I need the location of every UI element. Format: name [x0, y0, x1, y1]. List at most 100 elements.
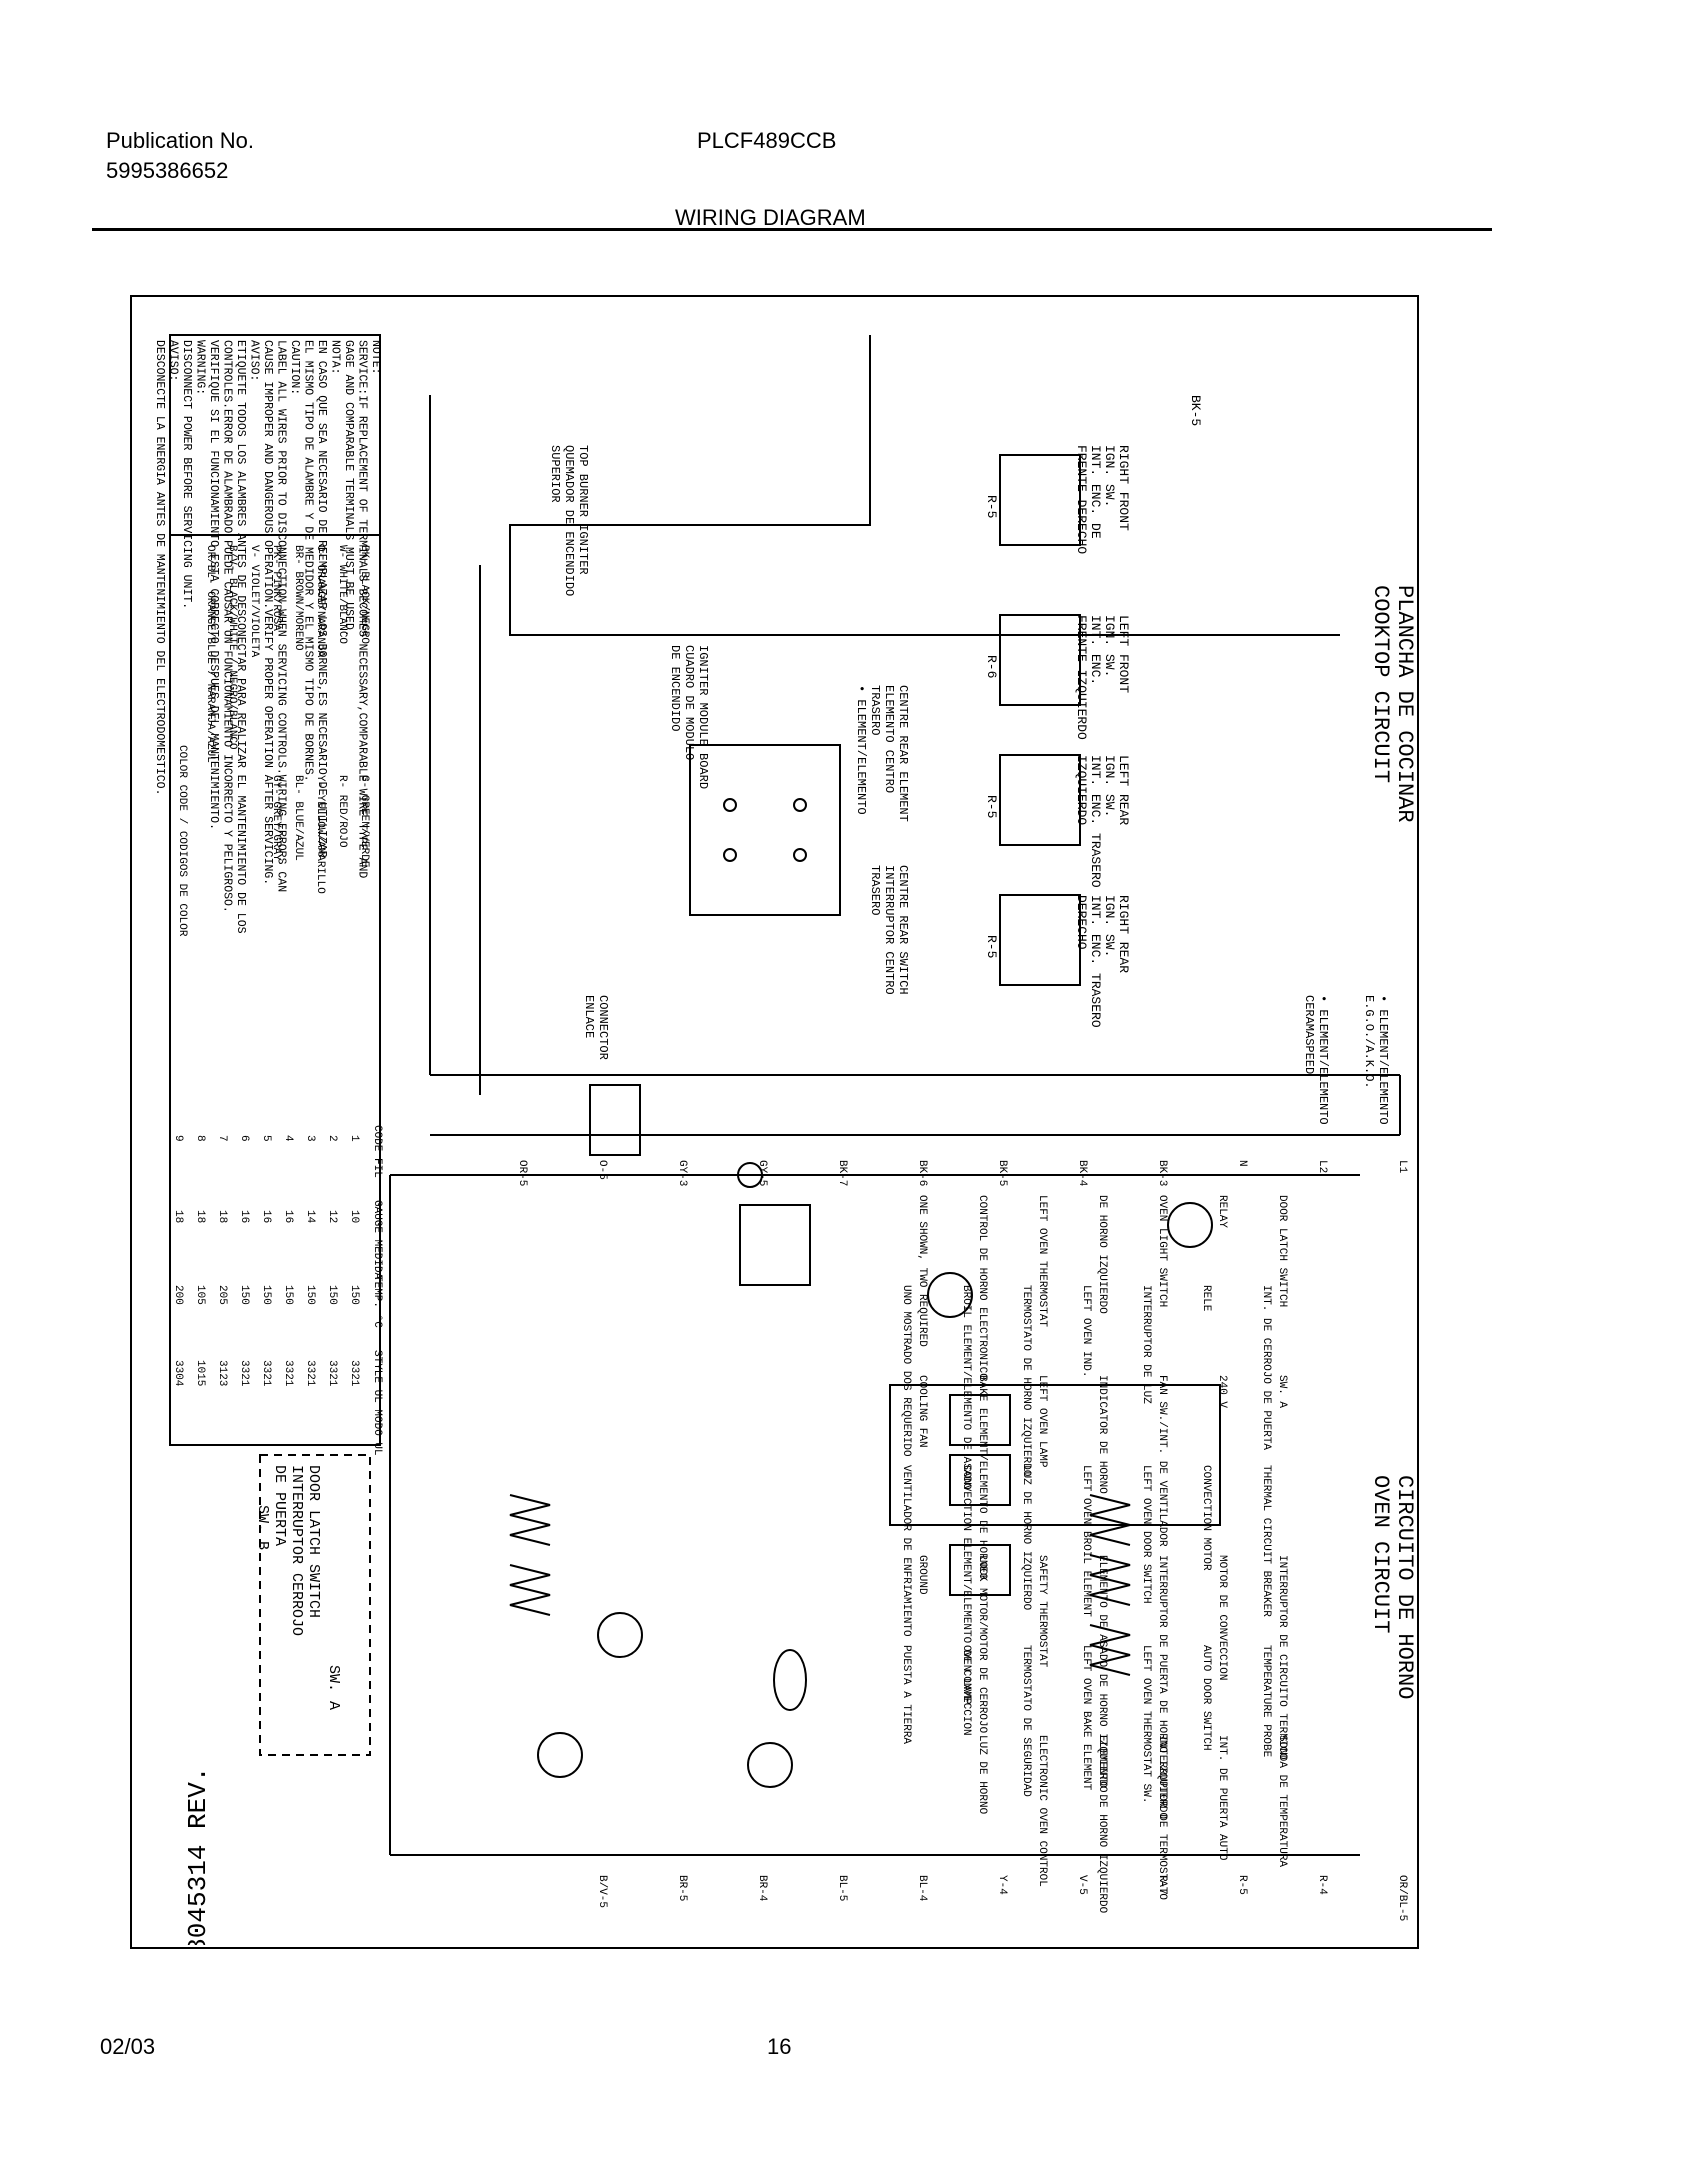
- color-code-right: BL- BLUE/AZUL: [292, 775, 304, 861]
- centre-rear-element-label: CENTRE REAR ELEMENT ELEMENTO CENTRO TRAS…: [854, 685, 910, 822]
- gauge-header: STYLE UL MODO UL: [371, 1350, 383, 1456]
- gauge-cell: 5: [260, 1135, 272, 1142]
- gauge-cell: 3321: [260, 1360, 272, 1387]
- wire-label: BK-5: [996, 1160, 1008, 1186]
- oven-component-label: INT. DE CERROJO DE PUERTA: [1260, 1285, 1272, 1450]
- oven-component-label: ELECTRONIC OVEN CONTROL: [1036, 1735, 1048, 1887]
- oven-component-label: BAKE ELEMENT/ELEMENTO DE HORNEO: [976, 1375, 988, 1580]
- oven-component-label: SAFETY THERMOSTAT: [1036, 1555, 1048, 1668]
- note-line: WARNING:: [194, 340, 207, 395]
- svg-text:IZQUIERDO: IZQUIERDO: [1074, 755, 1089, 825]
- gauge-header: GAUGE MEDIDA: [371, 1200, 383, 1280]
- bk5-label: BK-5: [1188, 395, 1203, 426]
- oven-component-label: LEFT OVEN BAKE ELEMENT: [1080, 1645, 1092, 1791]
- svg-text:ENLACE: ENLACE: [582, 995, 596, 1038]
- note-line: DISCONNECT POWER BEFORE SERVICING UNIT.: [180, 340, 193, 609]
- svg-text:IGN. SW.: IGN. SW.: [1102, 445, 1117, 507]
- gauge-cell: 3123: [216, 1360, 228, 1386]
- svg-text:SUPERIOR: SUPERIOR: [548, 445, 562, 503]
- gauge-cell: 8: [194, 1135, 206, 1142]
- gauge-cell: 7: [216, 1135, 228, 1142]
- burner-wire-1: R-5: [984, 495, 999, 518]
- note-line: CAUTION:: [288, 340, 301, 395]
- wire-label: R-5: [1236, 1875, 1248, 1895]
- svg-text:PLANCHA DE COCINAR: PLANCHA DE COCINAR: [1392, 585, 1415, 823]
- note-line: EN CASO QUE SEA NECESARIO DE REEMPLAZAR …: [315, 340, 328, 858]
- gauge-cell: 150: [304, 1285, 316, 1305]
- svg-text:• ELEMENT/ELEMENTO: • ELEMENT/ELEMENTO: [1316, 995, 1330, 1125]
- gauge-cell: 4: [282, 1135, 294, 1142]
- svg-text:INTERRUPTOR CERROJO: INTERRUPTOR CERROJO: [288, 1465, 305, 1636]
- oven-component-label: INTERRUPTOR DE PUERTA DE HORNO IZQUIERDO: [1156, 1555, 1168, 1819]
- wiring-lines: [169, 334, 1401, 1856]
- wire-label: L2: [1316, 1160, 1328, 1173]
- burner-wire-2: R-6: [984, 655, 999, 678]
- color-code-left: O- ORANGE/NARANJA: [314, 545, 326, 658]
- svg-text:• ELEMENT/ELEMENTO: • ELEMENT/ELEMENTO: [854, 685, 868, 815]
- page-title: WIRING DIAGRAM: [675, 205, 866, 230]
- note-line: DESCONECTE LA ENERGIA ANTES DE MANTENIMI…: [153, 340, 166, 795]
- gauge-cell: 14: [304, 1210, 316, 1224]
- svg-text:TRASERO: TRASERO: [868, 685, 882, 735]
- svg-text:CENTRE REAR ELEMENT: CENTRE REAR ELEMENT: [896, 685, 910, 822]
- oven-component-label: COOLING FAN: [916, 1375, 928, 1448]
- color-code-left: OR/BL- ORANGE/BLUE / NARANJA/AZUL: [204, 545, 216, 763]
- wire-label: BR-5: [676, 1875, 688, 1901]
- note-line: SERVICE:IF REPLACEMENT OF TERMINALS BECO…: [356, 340, 369, 878]
- svg-text:SW. B: SW. B: [254, 1505, 271, 1550]
- color-code-right: GY- GREY/GRAY: [270, 775, 282, 861]
- burner-labels: RIGHT FRONT IGN. SW. INT. ENC. DE FRENTE…: [984, 395, 1203, 1028]
- header-rule: [92, 228, 1492, 231]
- notes-block: NOTE:SERVICE:IF REPLACEMENT OF TERMINALS…: [153, 340, 382, 934]
- note-line: VERIFIQUE SI EL FUNCIONAMIENTO ESTA CORR…: [207, 340, 220, 830]
- wire-label: BL-5: [836, 1875, 848, 1901]
- color-code-right: G- GREEN/VERDE: [358, 775, 370, 868]
- svg-text:DE PUERTA: DE PUERTA: [271, 1465, 288, 1546]
- wire-label: V-5: [1076, 1875, 1088, 1895]
- burner-right-front-label: RIGHT FRONT IGN. SW. INT. ENC. DE FRENTE…: [1074, 445, 1131, 554]
- oven-component-label: GROUND: [916, 1555, 928, 1595]
- oven-component-label: ELEMENTO DE ASADO DE HORNO IZQUIERDO: [1096, 1555, 1108, 1793]
- note-line: AVISO:: [167, 340, 180, 381]
- gauge-cell: 16: [260, 1210, 272, 1223]
- oven-component-label: CONVECTION ELEMENT/ELEMENTO DE CONVECCIO…: [960, 1465, 972, 1736]
- burner-left-front-label: LEFT FRONT IGN. SW. INT. ENC. FRENTE IZQ…: [1074, 615, 1131, 740]
- oven-component-label: INDICATOR DE HORNO: [1096, 1375, 1108, 1494]
- note-line: CONTROLES.ERROR DE ALAMBRADO PUEDE CAUSA…: [221, 340, 234, 913]
- gauge-cell: 3304: [172, 1360, 184, 1387]
- oven-component-label: TERMOSTATO DE SEGURIDAD: [1020, 1645, 1032, 1797]
- oven-component-label: ELEMENTO DE HORNO IZQUIERDO: [1096, 1735, 1108, 1914]
- wire-label: Y-4: [996, 1875, 1008, 1895]
- gauge-cell: 105: [194, 1285, 206, 1305]
- svg-text:SW. A: SW. A: [325, 1665, 342, 1710]
- gauge-cell: 18: [216, 1210, 228, 1223]
- gauge-cell: 150: [260, 1285, 272, 1305]
- svg-text:CENTRE REAR SWITCH: CENTRE REAR SWITCH: [896, 865, 910, 995]
- wire-label: BR-4: [756, 1875, 768, 1902]
- svg-text:FRENTE DERECHO: FRENTE DERECHO: [1074, 445, 1089, 554]
- gauge-cell: 18: [172, 1210, 184, 1223]
- wire-label: N: [1236, 1160, 1248, 1167]
- oven-component-label: CONTROL DE HORNO ELECTRONICO: [976, 1195, 988, 1380]
- wire-label: BK-4: [1076, 1160, 1088, 1187]
- color-code-left: BR- BROWN/MORENO: [292, 545, 304, 651]
- svg-text:COOKTOP CIRCUIT: COOKTOP CIRCUIT: [1368, 585, 1393, 783]
- oven-component-label: 240 V: [1216, 1375, 1228, 1408]
- gauge-cell: 150: [238, 1285, 250, 1305]
- page-number: 16: [767, 2034, 792, 2059]
- oven-component-label: LEFT OVEN BROIL ELEMENT: [1080, 1465, 1092, 1617]
- wire-label: BK-6: [916, 1160, 928, 1186]
- burner-right-rear-label: RIGHT REAR IGN. SW. INT. ENC. TRASERO DE…: [1074, 895, 1131, 1028]
- oven-component-label: LUZ DE HORNO: [976, 1735, 988, 1815]
- wire-label: R-7: [1156, 1875, 1168, 1895]
- svg-text:FRENTE IZQUIERDO: FRENTE IZQUIERDO: [1074, 615, 1089, 740]
- svg-text:QUEMADOR DE ENCENDIDO: QUEMADOR DE ENCENDIDO: [562, 445, 576, 596]
- oven-circuit-label: OVEN CIRCUIT CIRCUITO DE HORNO: [1368, 1475, 1415, 1699]
- color-code-left: W- WHITE/BLANCO: [336, 545, 348, 644]
- svg-text:DE ENCENDIDO: DE ENCENDIDO: [668, 645, 682, 731]
- svg-text:CONNECTOR: CONNECTOR: [596, 995, 610, 1060]
- oven-component-label: PUESTA A TIERRA: [900, 1645, 912, 1744]
- gauge-cell: 3321: [304, 1360, 316, 1387]
